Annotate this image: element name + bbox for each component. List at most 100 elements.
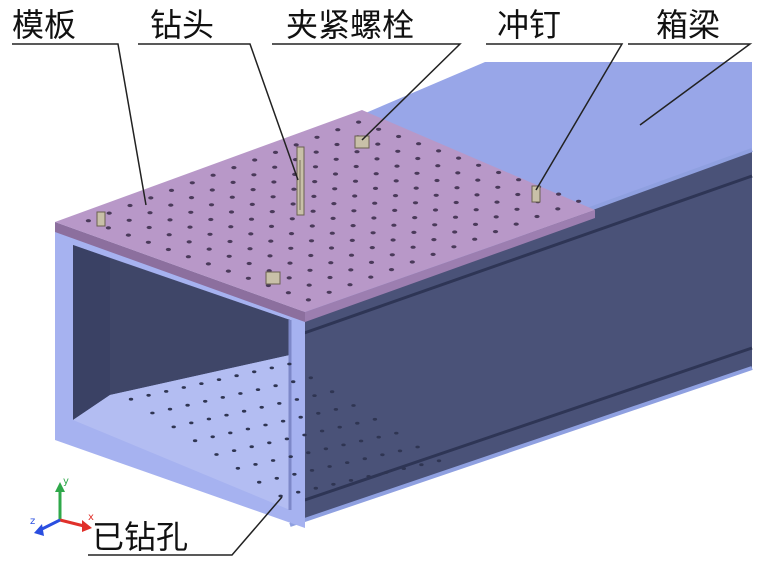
- girder-inner-back-wall: [110, 258, 290, 395]
- drilled-hole: [287, 362, 292, 366]
- template-hole: [207, 232, 213, 236]
- template-hole: [165, 247, 171, 252]
- template-hole: [308, 253, 314, 258]
- drilled-hole: [319, 429, 325, 433]
- label-drill-bit: 钻头: [150, 6, 214, 44]
- punch-pin-left: [96, 211, 106, 227]
- template-hole: [352, 194, 358, 198]
- template-hole: [374, 157, 380, 161]
- template-hole: [250, 188, 256, 192]
- template-hole: [167, 218, 173, 222]
- drilled-hole: [220, 396, 225, 399]
- template-hole: [434, 178, 440, 183]
- drilled-hole: [376, 435, 381, 439]
- template-hole: [534, 214, 540, 219]
- template-hole: [409, 260, 415, 264]
- drilled-hole: [257, 480, 262, 484]
- girder-side-face: [290, 150, 752, 525]
- template-hole: [146, 225, 152, 230]
- template-hole: [312, 180, 318, 184]
- drilled-hole: [185, 403, 190, 407]
- template-hole: [185, 255, 191, 259]
- template-hole: [210, 173, 216, 177]
- leader-punch-pin: [486, 43, 624, 191]
- template-hole: [354, 150, 360, 154]
- drilled-hole: [206, 417, 212, 421]
- drilled-hole: [309, 469, 315, 472]
- template-hole: [388, 268, 395, 272]
- template-hole: [227, 239, 233, 244]
- drilled-hole: [327, 465, 332, 468]
- drilled-hole: [167, 407, 173, 411]
- drilled-hole: [292, 472, 297, 476]
- drilled-hole: [284, 437, 290, 441]
- template-hole: [248, 217, 255, 221]
- template-hole: [494, 200, 500, 204]
- drilled-hole: [203, 399, 208, 403]
- template-hole: [436, 149, 442, 153]
- template-hole: [411, 230, 417, 234]
- template-hole: [308, 239, 315, 243]
- template-hole: [252, 158, 258, 162]
- template-hole: [513, 222, 519, 226]
- template-hole: [353, 164, 359, 169]
- template-hole: [556, 192, 562, 196]
- drilled-hole: [280, 419, 286, 423]
- label-clamp-bolt: 夹紧螺栓: [286, 6, 414, 44]
- template-hole: [205, 262, 211, 266]
- template-hole: [452, 215, 459, 219]
- girder-inner-left-wall: [73, 245, 110, 420]
- template-hole: [329, 231, 335, 235]
- template-hole: [476, 163, 482, 167]
- girder-inner-floor: [73, 355, 290, 510]
- label-template: 模板: [12, 6, 76, 44]
- template-hole: [351, 209, 357, 213]
- template-hole: [493, 215, 499, 219]
- template-hole: [267, 254, 273, 258]
- template-hole: [435, 164, 441, 168]
- template-hole: [392, 194, 399, 198]
- drilled-hole: [234, 374, 239, 378]
- template-hole: [330, 216, 336, 220]
- leader-lines: [12, 43, 753, 556]
- drilled-hole: [128, 397, 134, 401]
- template-hole: [412, 216, 418, 220]
- template-hole: [356, 120, 362, 124]
- drilled-hole: [291, 380, 296, 384]
- template-hole: [328, 261, 334, 265]
- template-hole: [334, 142, 340, 147]
- template-hole: [456, 156, 462, 160]
- template-hole: [209, 188, 215, 192]
- template-hole: [495, 185, 501, 189]
- template-hole: [430, 252, 436, 256]
- template-hole: [347, 283, 353, 287]
- template-hole: [269, 210, 275, 214]
- template-hole: [393, 179, 399, 183]
- template-hole: [390, 238, 396, 242]
- template-hole: [249, 202, 255, 206]
- template-hole: [472, 237, 478, 241]
- drilled-hole: [298, 415, 303, 419]
- drilled-hole: [333, 408, 339, 411]
- drilled-hole: [345, 461, 350, 464]
- template-hole: [245, 276, 251, 280]
- drilled-hole: [348, 479, 354, 482]
- axis-z-arrow: [34, 524, 44, 536]
- template-hole: [396, 134, 402, 139]
- template-hole: [309, 224, 315, 228]
- template-hole: [272, 165, 278, 169]
- template-hole: [492, 230, 499, 234]
- drilled-hole: [436, 459, 442, 463]
- template-hole: [271, 180, 277, 184]
- drilled-holes-floor: [128, 362, 442, 498]
- template-hole: [287, 261, 293, 265]
- template-hole: [311, 194, 317, 198]
- template-hole: [454, 186, 460, 190]
- drilled-hole: [253, 463, 258, 466]
- leader-clamp-bolt: [272, 43, 462, 141]
- template-hole: [433, 193, 439, 197]
- drilled-hole: [263, 423, 268, 427]
- template-hole: [350, 224, 356, 228]
- template-hole: [288, 232, 295, 236]
- axis-x-arrow: [82, 520, 92, 532]
